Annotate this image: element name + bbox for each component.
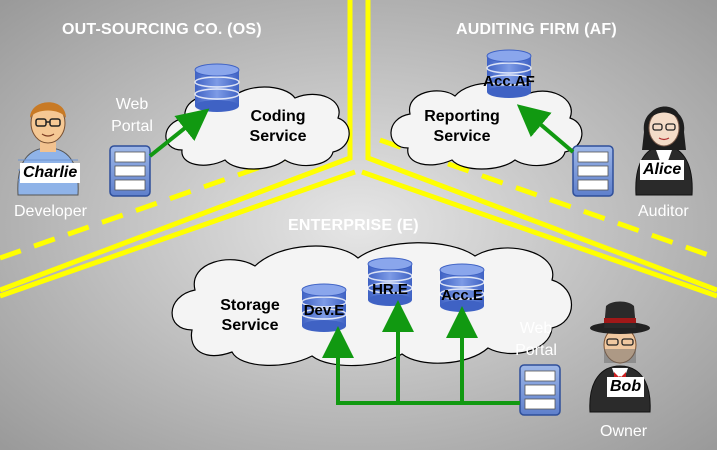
reporting-service-line1: Reporting	[424, 108, 500, 125]
hr-e-label: HR.E	[372, 281, 408, 298]
alice-role: Auditor	[638, 203, 689, 220]
bob-role: Owner	[600, 423, 648, 440]
acc-af-database-icon	[486, 49, 532, 98]
storage-service-label: Storage Service	[210, 296, 290, 336]
charlie-name-tag: Charlie	[20, 163, 81, 183]
reporting-service-label: Reporting Service	[412, 107, 512, 147]
os-web-portal-label: Web Portal	[102, 94, 162, 138]
alice-name-tag: Alice	[640, 160, 685, 180]
coding-service-line1: Coding	[250, 108, 306, 125]
os-web-portal-line1: Web	[115, 96, 149, 113]
e-web-portal-label: Web Portal	[506, 318, 566, 362]
acc-af-label: Acc.AF	[483, 73, 535, 90]
e-web-portal-icon	[519, 364, 561, 416]
outsourcing-region-title: OUT-SOURCING CO. (OS)	[62, 21, 262, 38]
os-web-portal-line2: Portal	[111, 118, 153, 135]
storage-service-line2: Service	[221, 317, 279, 334]
charlie-role: Developer	[14, 203, 87, 220]
e-web-portal-line2: Portal	[515, 342, 557, 359]
acc-e-label: Acc.E	[441, 287, 483, 304]
dev-e-label: Dev.E	[303, 302, 345, 319]
bob-name-tag: Bob	[607, 377, 645, 397]
os-web-portal-icon	[109, 145, 151, 197]
access-arrows	[148, 104, 575, 405]
alice-avatar-icon	[635, 106, 693, 196]
reporting-service-line2: Service	[433, 128, 491, 145]
coding-service-line2: Service	[249, 128, 307, 145]
enterprise-region-title: ENTERPRISE (E)	[288, 217, 419, 234]
storage-service-line1: Storage	[220, 297, 280, 314]
coding-database-icon	[194, 63, 240, 112]
e-web-portal-line1: Web	[519, 320, 553, 337]
coding-service-label: Coding Service	[238, 107, 318, 147]
af-web-portal-icon	[572, 145, 614, 197]
auditing-region-title: AUDITING FIRM (AF)	[456, 21, 617, 38]
hr-e-database-icon	[367, 257, 413, 306]
